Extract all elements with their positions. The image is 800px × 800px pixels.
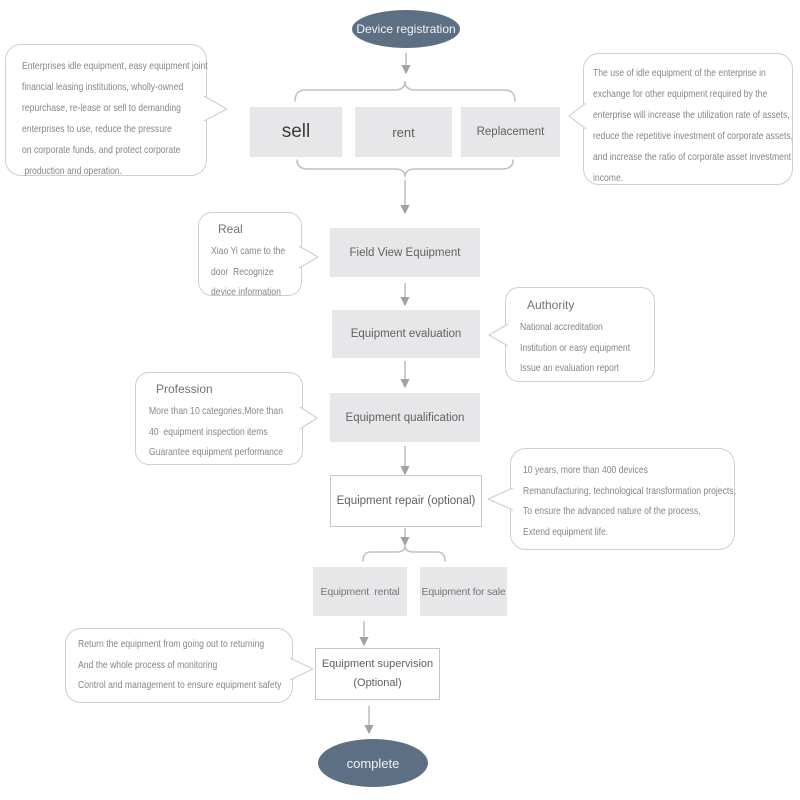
callout-text-line: production and operation. bbox=[22, 165, 123, 177]
callout-text-line: Return the equipment from going out to r… bbox=[78, 638, 265, 650]
callout-text-line: The use of idle equipment of the enterpr… bbox=[593, 67, 766, 79]
callout-text-line: National accreditation bbox=[520, 321, 603, 333]
callout-idle-equipment: Enterprises idle equipment, easy equipme… bbox=[5, 44, 208, 177]
start-node: Device registration bbox=[352, 10, 460, 48]
step-box-equipment-qualification: Equipment qualification bbox=[330, 393, 480, 442]
callout-text-line: Control and management to ensure equipme… bbox=[78, 679, 282, 691]
step-box-field-view-equipment: Field View Equipment bbox=[330, 228, 480, 277]
step-box-equipment-repair: Equipment repair (optional) bbox=[330, 475, 482, 527]
callout-repair-info: 10 years, more than 400 devices Remanufa… bbox=[510, 448, 736, 550]
brace-over-options bbox=[294, 80, 516, 102]
callout-title: Real bbox=[218, 222, 243, 236]
callout-text-line: device information bbox=[211, 286, 281, 298]
pointer-monitoring-callout bbox=[289, 657, 314, 681]
outcome-box-equipment-for-sale: Equipment for sale bbox=[420, 567, 507, 616]
callout-text-line: Institution or easy equipment bbox=[520, 341, 631, 354]
callout-text-line: Extend equipment life. bbox=[523, 525, 609, 538]
callout-title: Authority bbox=[527, 298, 575, 312]
callout-text-line: enterprises to use, reduce the pressure bbox=[22, 123, 172, 135]
callout-text-line: and increase the ratio of corporate asse… bbox=[593, 151, 792, 163]
callout-authority: Authority National accreditation Institu… bbox=[505, 287, 655, 382]
callout-title: Profession bbox=[156, 382, 213, 396]
callout-text-line: 10 years, more than 400 devices bbox=[523, 464, 648, 476]
callout-profession: Profession More than 10 categories,More … bbox=[135, 372, 303, 465]
supervision-line-2: (Optional) bbox=[353, 677, 402, 689]
callout-text-line: Issue an evaluation report bbox=[520, 362, 620, 374]
callout-text-line: exchange for other equipment required by… bbox=[593, 88, 768, 100]
supervision-line-1: Equipment supervision bbox=[321, 658, 434, 670]
callout-text-line: Xiao Yi came to the bbox=[211, 245, 286, 257]
callout-text-line: door Recognize bbox=[211, 265, 274, 278]
end-node: complete bbox=[318, 739, 428, 787]
callout-text-line: financial leasing institutions, wholly-o… bbox=[22, 81, 184, 93]
brace-under-options bbox=[296, 159, 514, 178]
option-box-replacement: Replacement bbox=[461, 107, 560, 157]
pointer-idle-callout bbox=[203, 95, 228, 122]
callout-real: Real Xiao Yi came to the door Recognize … bbox=[198, 212, 302, 298]
callout-text-line: enterprise will increase the utilization… bbox=[593, 109, 790, 121]
callout-text-line: Guarantee equipment performance bbox=[149, 446, 284, 458]
callout-text-line: More than 10 categories,More than bbox=[149, 405, 284, 417]
callout-text-line: Enterprises idle equipment, easy equipme… bbox=[22, 60, 208, 72]
callout-text-line: reduce the repetitive investment of corp… bbox=[593, 130, 794, 142]
callout-monitoring: Return the equipment from going out to r… bbox=[65, 628, 293, 703]
callout-text-line: To ensure the advanced nature of the pro… bbox=[523, 505, 701, 517]
callout-text-line: on corporate funds, and protect corporat… bbox=[22, 144, 181, 156]
callout-replacement-benefit: The use of idle equipment of the enterpr… bbox=[583, 53, 793, 185]
callout-text-line: And the whole process of monitoring bbox=[78, 658, 218, 671]
callout-text-line: income. bbox=[593, 172, 624, 184]
option-box-rent: rent bbox=[355, 107, 452, 157]
outcome-box-equipment-rental: Equipment rental bbox=[313, 567, 407, 616]
callout-text-line: Remanufacturing, technological transform… bbox=[523, 484, 736, 497]
brace-over-outcomes bbox=[362, 544, 446, 562]
step-box-equipment-evaluation: Equipment evaluation bbox=[332, 310, 480, 358]
callout-text-line: repurchase, re-lease or sell to demandin… bbox=[22, 102, 181, 114]
step-box-equipment-supervision: Equipment supervision (Optional) bbox=[315, 648, 440, 700]
callout-text-line: 40 equipment inspection items bbox=[149, 425, 268, 438]
option-box-sell: sell bbox=[250, 107, 342, 157]
